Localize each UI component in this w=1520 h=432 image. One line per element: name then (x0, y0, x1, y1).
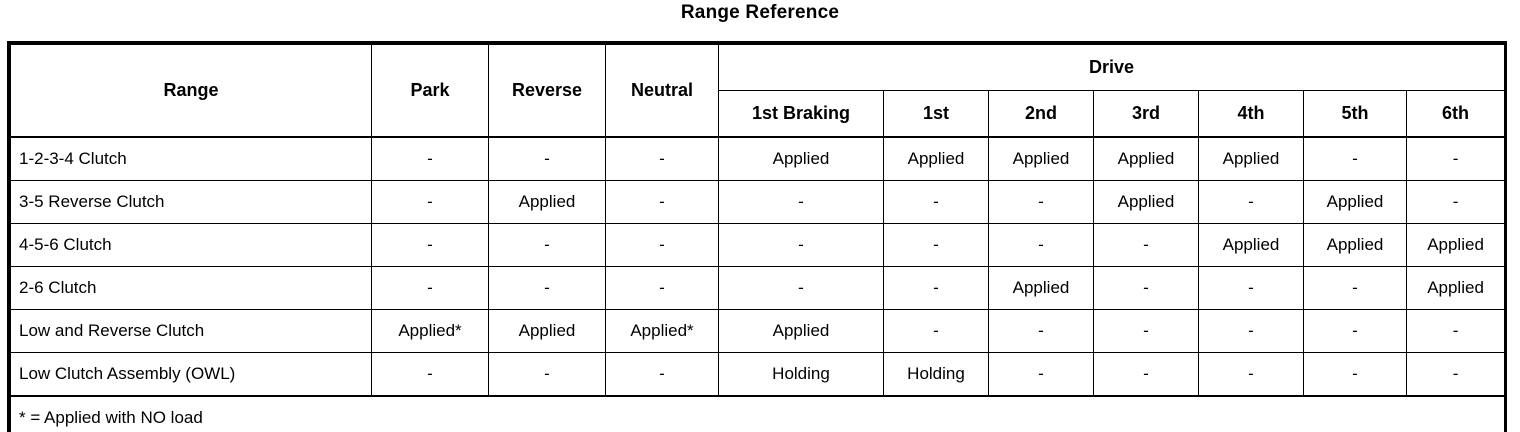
page-title: Range Reference (680, 2, 840, 23)
cell-1st: - (883, 266, 989, 310)
cell-6th: Applied (1405, 223, 1506, 267)
table-row: 3-5 Reverse Clutch - Applied - - - - App… (10, 180, 1506, 224)
cell-2nd: - (988, 180, 1094, 224)
cell-neutral: - (605, 136, 719, 181)
cell-5th: Applied (1303, 223, 1407, 267)
cell-2nd: Applied (988, 136, 1094, 181)
cell-park: - (371, 136, 489, 181)
cell-park: - (371, 352, 489, 397)
cell-5th: - (1303, 309, 1407, 353)
cell-reverse: - (488, 223, 606, 267)
cell-reverse: - (488, 266, 606, 310)
header-group-row: Range Park Reverse Neutral Drive (10, 44, 1506, 138)
cell-5th: Applied (1303, 180, 1407, 224)
cell-park: Applied* (371, 309, 489, 353)
cell-4th: Applied (1198, 223, 1304, 267)
cell-1st: - (883, 309, 989, 353)
cell-6th: - (1405, 180, 1506, 224)
cell-1st-braking: Applied (718, 136, 884, 181)
column-header-3rd: 3rd (1093, 90, 1199, 138)
row-label: 3-5 Reverse Clutch (10, 180, 372, 224)
cell-4th: - (1198, 180, 1304, 224)
range-reference-table-wrapper: Range Park Reverse Neutral Drive 1st Bra… (7, 41, 1507, 432)
cell-reverse: - (488, 352, 606, 397)
cell-2nd: - (988, 223, 1094, 267)
cell-2nd: Applied (988, 266, 1094, 310)
column-header-6th: 6th (1405, 90, 1506, 138)
cell-1st-braking: - (718, 223, 884, 267)
cell-3rd: - (1093, 352, 1199, 397)
cell-3rd: - (1093, 266, 1199, 310)
column-header-1st-braking: 1st Braking (718, 90, 884, 138)
cell-neutral: - (605, 180, 719, 224)
cell-1st: - (883, 223, 989, 267)
cell-5th: - (1303, 136, 1407, 181)
table-header: Range Park Reverse Neutral Drive 1st Bra… (10, 44, 1506, 138)
column-header-park: Park (371, 44, 489, 138)
row-label: Low and Reverse Clutch (10, 309, 372, 353)
cell-6th: - (1405, 352, 1506, 397)
row-label: 1-2-3-4 Clutch (10, 136, 372, 181)
cell-1st: - (883, 180, 989, 224)
range-reference-table: Range Park Reverse Neutral Drive 1st Bra… (9, 44, 1506, 432)
cell-reverse: - (488, 136, 606, 181)
cell-4th: - (1198, 266, 1304, 310)
row-label: Low Clutch Assembly (OWL) (10, 352, 372, 397)
cell-neutral: - (605, 352, 719, 397)
cell-3rd: Applied (1093, 180, 1199, 224)
table-footnote-row: * = Applied with NO load (9, 395, 1506, 432)
table-row: 4-5-6 Clutch - - - - - - - Applied Appli… (10, 223, 1506, 267)
cell-1st-braking: - (718, 266, 884, 310)
cell-reverse: Applied (488, 309, 606, 353)
cell-2nd: - (988, 352, 1094, 397)
cell-4th: - (1198, 309, 1304, 353)
cell-2nd: - (988, 309, 1094, 353)
cell-park: - (371, 180, 489, 224)
table-row: Low Clutch Assembly (OWL) - - - Holding … (10, 352, 1506, 397)
column-header-5th: 5th (1303, 90, 1407, 138)
column-header-2nd: 2nd (988, 90, 1094, 138)
row-label: 4-5-6 Clutch (10, 223, 372, 267)
cell-reverse: Applied (488, 180, 606, 224)
table-row: Low and Reverse Clutch Applied* Applied … (10, 309, 1506, 353)
column-header-neutral: Neutral (605, 44, 719, 138)
cell-5th: - (1303, 266, 1407, 310)
cell-1st-braking: Holding (718, 352, 884, 397)
column-header-4th: 4th (1198, 90, 1304, 138)
cell-1st-braking: - (718, 180, 884, 224)
column-header-range: Range (10, 44, 372, 138)
column-header-1st: 1st (883, 90, 989, 138)
cell-park: - (371, 266, 489, 310)
cell-6th: - (1405, 136, 1506, 181)
cell-1st: Holding (883, 352, 989, 397)
cell-5th: - (1303, 352, 1407, 397)
table-body: 1-2-3-4 Clutch - - - Applied Applied App… (9, 136, 1506, 432)
cell-park: - (371, 223, 489, 267)
cell-neutral: - (605, 223, 719, 267)
column-header-reverse: Reverse (488, 44, 606, 138)
header-sub-row: 1st Braking 1st 2nd 3rd 4th 5th 6th (11, 90, 1506, 138)
column-group-header-drive: Drive (717, 44, 1506, 91)
cell-6th: - (1405, 309, 1506, 353)
cell-1st: Applied (883, 136, 989, 181)
row-label: 2-6 Clutch (10, 266, 372, 310)
footnote-text: * = Applied with NO load (9, 395, 1506, 432)
cell-3rd: - (1093, 309, 1199, 353)
cell-3rd: - (1093, 223, 1199, 267)
cell-4th: Applied (1198, 136, 1304, 181)
cell-4th: - (1198, 352, 1304, 397)
table-row: 1-2-3-4 Clutch - - - Applied Applied App… (10, 136, 1506, 181)
cell-1st-braking: Applied (718, 309, 884, 353)
table-row: 2-6 Clutch - - - - - Applied - - - Appli… (10, 266, 1506, 310)
cell-neutral: Applied* (605, 309, 719, 353)
cell-6th: Applied (1405, 266, 1506, 310)
cell-neutral: - (605, 266, 719, 310)
cell-3rd: Applied (1093, 136, 1199, 181)
